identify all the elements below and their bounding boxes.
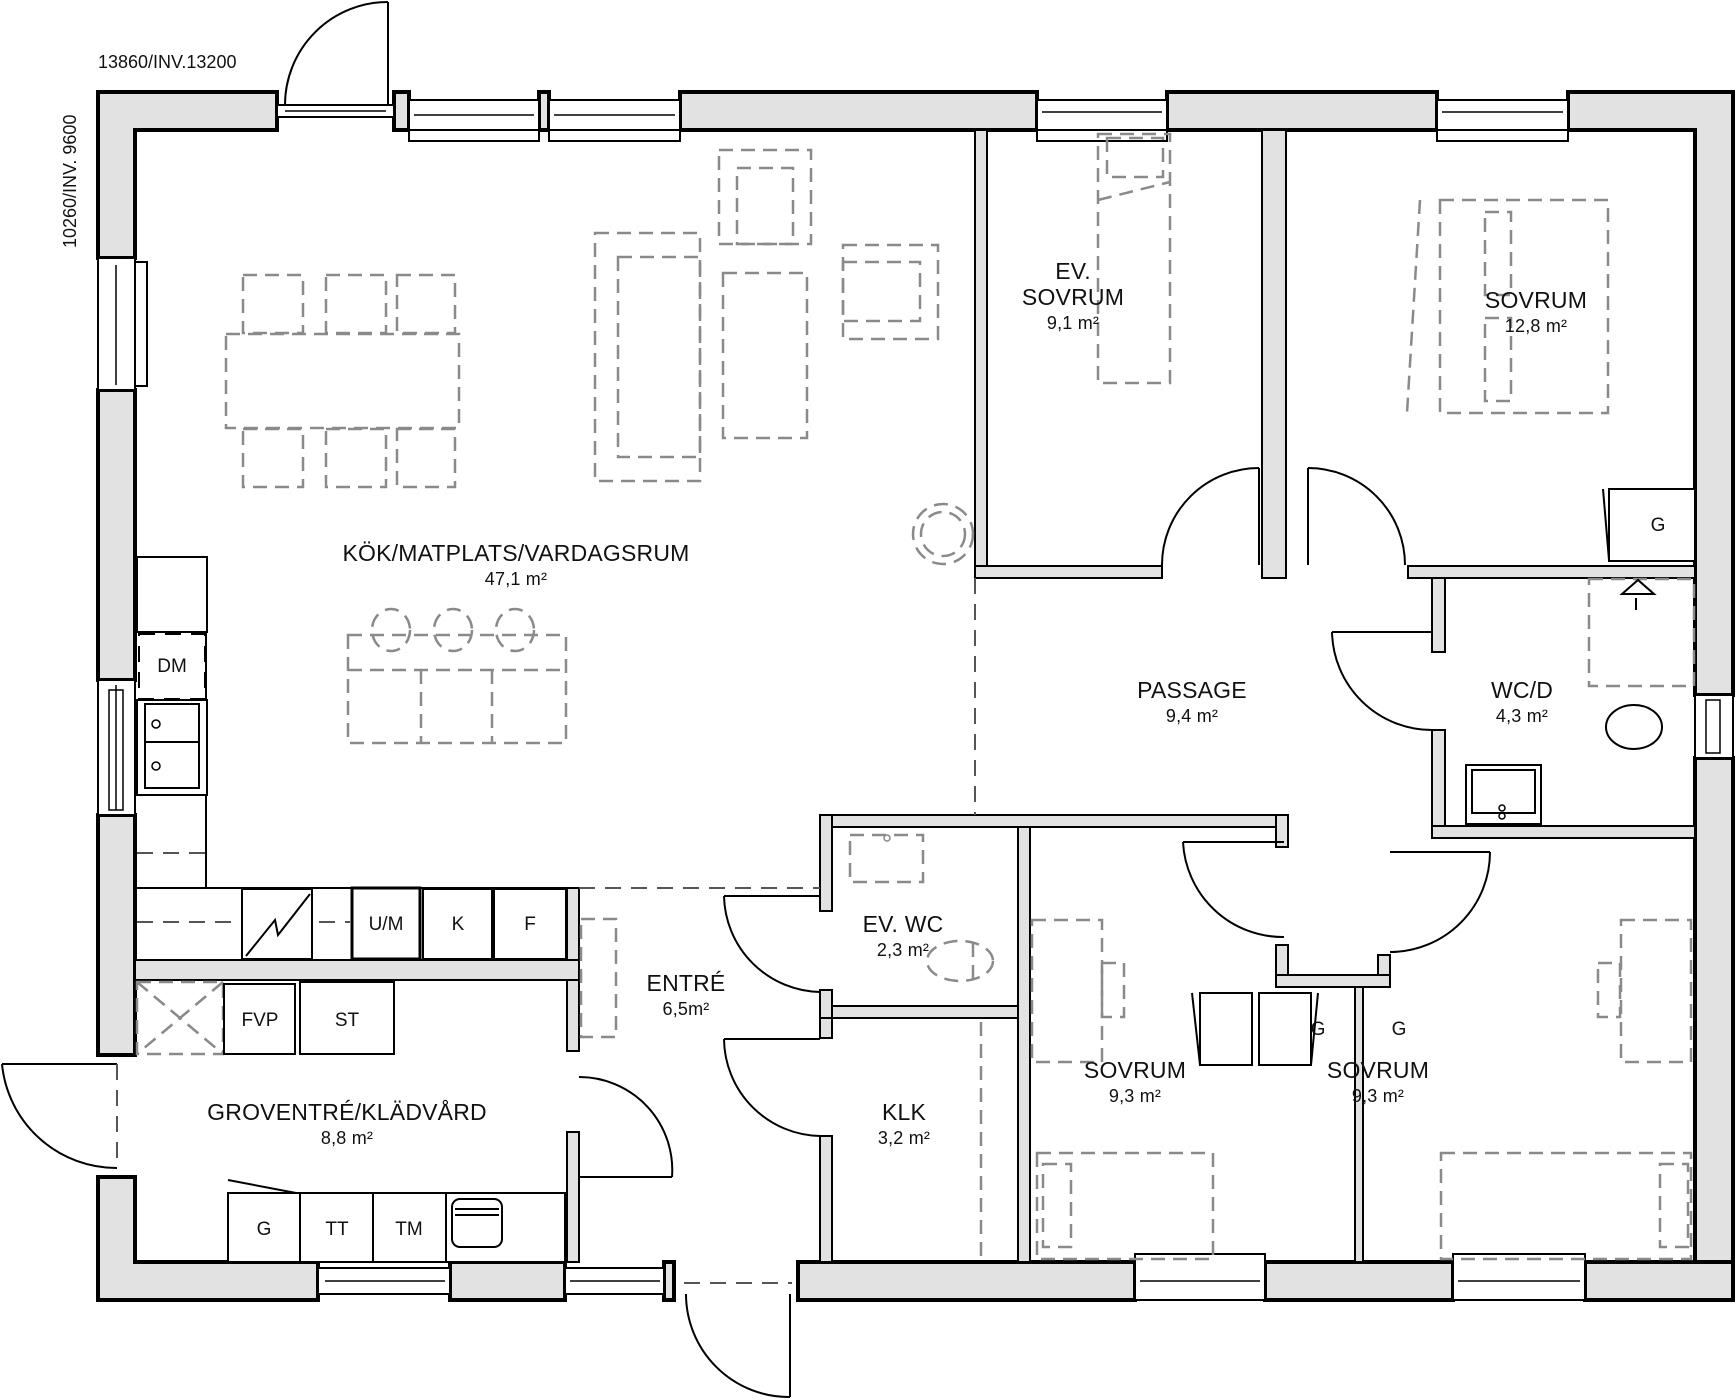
- room-area: 6,5m²: [662, 999, 710, 1019]
- room-name: ENTRÉ: [646, 970, 726, 996]
- width-dimension: 13860/INV.13200: [98, 52, 237, 72]
- room-entre: ENTRÉ 6,5m²: [647, 970, 726, 1022]
- room-name-prefix: EV.: [1055, 258, 1091, 284]
- bedroom-furniture: [579, 132, 1696, 1261]
- room-ev-sovrum: EV. SOVRUM 9,1 m²: [1022, 258, 1124, 336]
- appliance-tumble-dryer: TT: [325, 1219, 349, 1240]
- room-kitchen-living: KÖK/MATPLATS/VARDAGSRUM 47,1 m²: [342, 540, 689, 592]
- room-sovrum-master: SOVRUM 12,8 m²: [1485, 287, 1587, 339]
- room-area: 9,3 m²: [1351, 1086, 1405, 1106]
- room-area: 47,1 m²: [484, 569, 548, 589]
- height-dimension: 10260/INV. 9600: [60, 114, 80, 248]
- room-name: GROVENTRÉ/KLÄDVÅRD: [207, 1099, 487, 1125]
- wardrobe-sw: G: [1310, 1019, 1326, 1040]
- room-area: 2,3 m²: [876, 940, 930, 960]
- room-name: SOVRUM: [1083, 1057, 1187, 1083]
- appliance-heat-pump: FVP: [241, 1010, 279, 1031]
- interior-walls: [134, 129, 1696, 1263]
- room-area: 12,8 m²: [1504, 316, 1568, 336]
- room-groventre: GROVENTRÉ/KLÄDVÅRD 8,8 m²: [207, 1099, 487, 1151]
- room-name: KÖK/MATPLATS/VARDAGSRUM: [342, 540, 690, 566]
- outer-walls: [96, 90, 1735, 1302]
- windows: [97, 99, 1734, 1301]
- wardrobe-se: G: [1391, 1019, 1407, 1040]
- living-furniture: [224, 148, 940, 489]
- appliance-oven-microwave: U/M: [368, 914, 404, 935]
- room-wcd: WC/D 4,3 m²: [1491, 677, 1553, 729]
- room-name: SOVRUM: [1484, 287, 1588, 313]
- room-sovrum-se: SOVRUM 9,3 m²: [1327, 1057, 1429, 1109]
- room-name: KLK: [881, 1099, 927, 1125]
- appliance-washing-machine: TM: [395, 1219, 423, 1240]
- kitchen: [135, 502, 975, 961]
- appliance-wardrobe-laundry: G: [256, 1219, 272, 1240]
- room-name: WC/D: [1490, 677, 1554, 703]
- room-area: 9,3 m²: [1108, 1086, 1162, 1106]
- room-name: SOVRUM: [1326, 1057, 1430, 1083]
- appliance-dishwasher: DM: [157, 656, 187, 677]
- room-name: SOVRUM: [1021, 284, 1125, 310]
- room-klk: KLK 3,2 m²: [878, 1099, 930, 1151]
- room-area: 8,8 m²: [320, 1128, 374, 1148]
- appliance-fridge: K: [451, 914, 465, 935]
- room-area: 4,3 m²: [1495, 706, 1549, 726]
- room-area: 9,1 m²: [1046, 313, 1100, 333]
- room-ev-wc: EV. WC 2,3 m²: [863, 911, 944, 963]
- laundry-fixtures: [135, 980, 566, 1263]
- wardrobe-master: G: [1650, 515, 1666, 536]
- room-sovrum-sw: SOVRUM 9,3 m²: [1084, 1057, 1186, 1109]
- room-area: 3,2 m²: [877, 1128, 931, 1148]
- appliance-storage: ST: [334, 1010, 360, 1031]
- interior-doors: [578, 467, 1491, 1178]
- room-name: EV. WC: [862, 911, 944, 937]
- room-area: 9,4 m²: [1165, 706, 1219, 726]
- doors: [1, 1, 792, 1399]
- room-passage: PASSAGE 9,4 m²: [1137, 677, 1247, 729]
- appliance-freezer: F: [524, 914, 536, 935]
- room-name: PASSAGE: [1137, 677, 1247, 703]
